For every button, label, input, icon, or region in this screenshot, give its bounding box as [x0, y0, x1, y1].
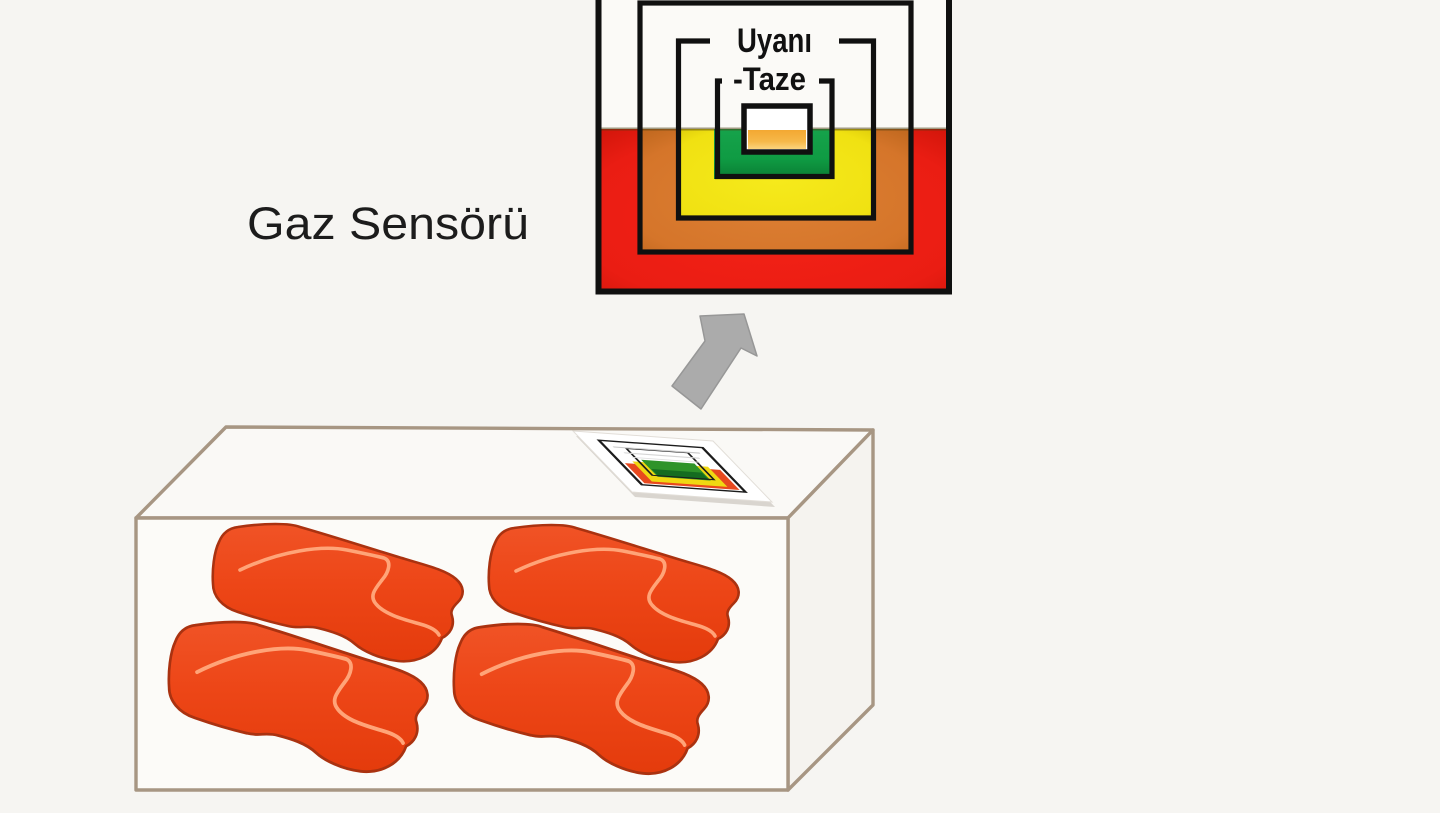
svg-text:Uyanı: Uyanı — [737, 22, 812, 60]
svg-text:-Taze: -Taze — [733, 61, 806, 97]
svg-text:Gaz Sensörü: Gaz Sensörü — [247, 198, 529, 249]
